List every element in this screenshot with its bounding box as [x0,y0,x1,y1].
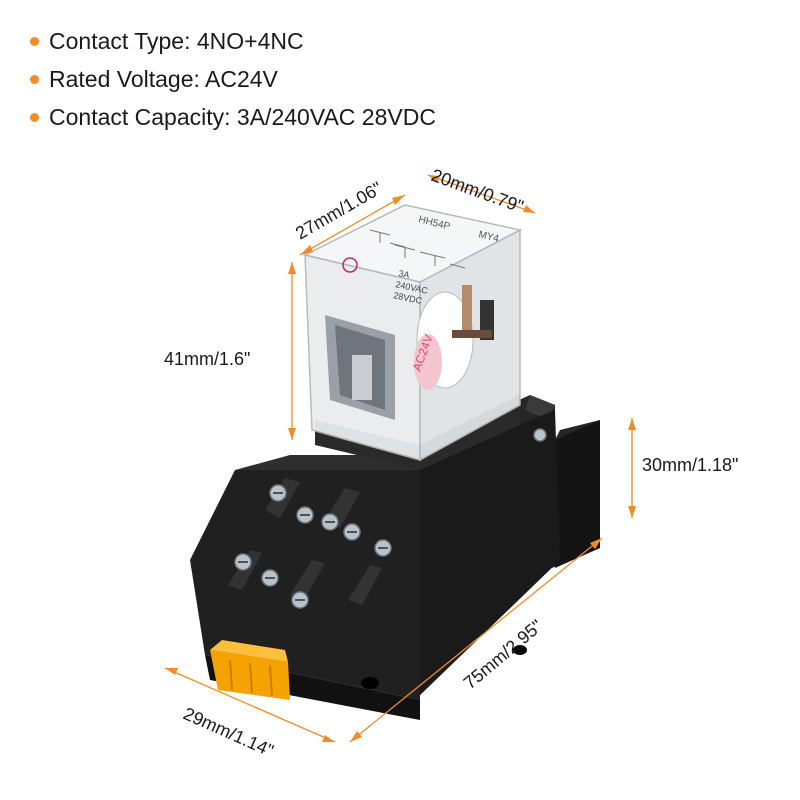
ce-mark-icon [342,257,358,273]
dimension-lines [164,174,633,743]
spec-contact-capacity: Contact Capacity: 3A/240VAC 28VDC [30,98,436,136]
dimension-arrowheads [165,175,636,742]
bullet-icon [30,36,39,46]
spec-contact-type: Contact Type: 4NO+4NC [30,22,436,60]
relay-socket-base [190,395,600,720]
spec-label: Contact Capacity: 3A/240VAC 28VDC [49,103,436,130]
bullet-icon [30,74,39,84]
spec-label: Contact Type: 4NO+4NC [49,27,304,54]
wiring-schematic-icon [369,229,466,269]
spec-rated-voltage: Rated Voltage: AC24V [30,60,436,98]
dimension-base-width: 29mm/1.14" [180,703,276,760]
dimension-relay-depth: 20mm/0.79" [429,165,526,217]
spec-label: Rated Voltage: AC24V [49,65,278,92]
bullet-icon [30,112,39,122]
spec-list: Contact Type: 4NO+4NC Rated Voltage: AC2… [30,22,436,136]
relay-body: AC24V HH54P MY4 3A 240VAC 28VDC [302,204,523,470]
retaining-clip [210,640,290,700]
dimension-relay-height: 41mm/1.6" [164,349,250,369]
rating-current-label: 3A [398,268,411,280]
screw-terminals [234,428,547,609]
relay-series-label: MY4 [477,229,500,245]
dimension-base-height: 30mm/1.18" [642,455,738,475]
